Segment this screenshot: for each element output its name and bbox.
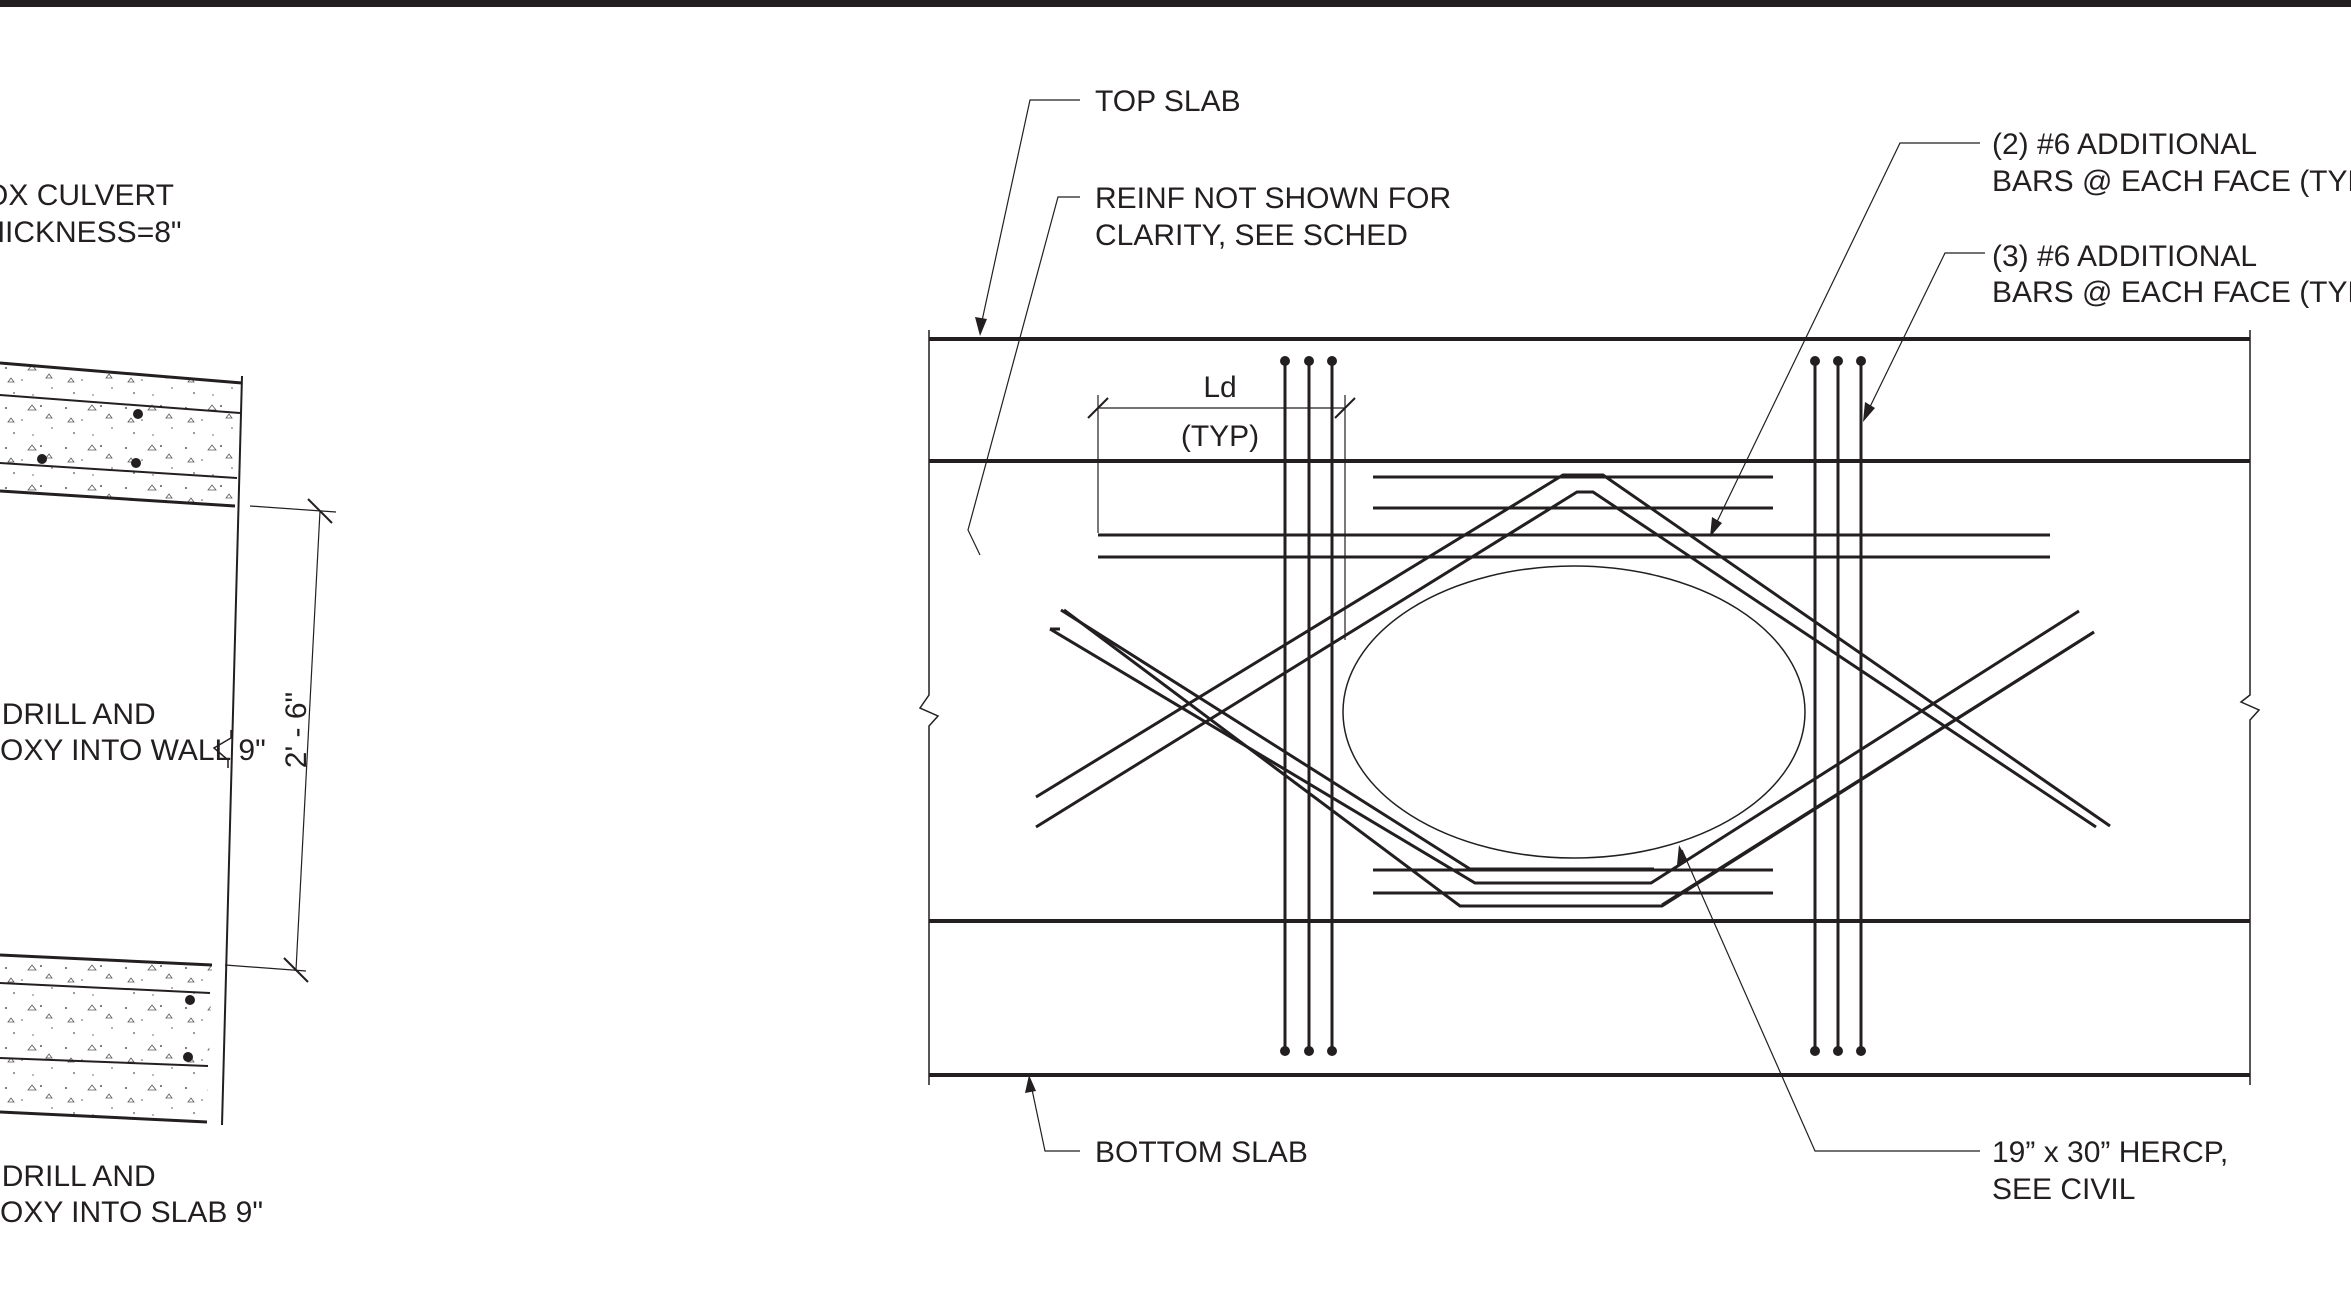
svg-text:BARS @ EACH FACE (TYP): BARS @ EACH FACE (TYP) [1992,165,2351,198]
wall-height-dimension: 2' - 6" [280,692,313,768]
additional-bars-3-label: (3) #6 ADDITIONAL BARS @ EACH FACE (TYP) [1992,240,2351,309]
right-wall-elevation [918,330,2261,1085]
svg-text:CLARITY, SEE SCHED: CLARITY, SEE SCHED [1095,219,1408,252]
svg-text:(2) #6 ADDITIONAL: (2) #6 ADDITIONAL [1992,128,2257,161]
title-bar-border [0,0,2351,7]
svg-text:#4 DRILL AND: #4 DRILL AND [0,698,156,731]
svg-text:#4 DRILL AND: #4 DRILL AND [0,1160,156,1193]
svg-text:EPOXY INTO SLAB 9": EPOXY INTO SLAB 9" [0,1196,263,1229]
pipe-opening [1342,565,1806,859]
svg-text:THICKNESS=8": THICKNESS=8" [0,216,182,249]
svg-text:BOX CULVERT: BOX CULVERT [0,179,174,212]
ld-label: Ld [1203,371,1236,404]
svg-text:EPOXY INTO WALL 9": EPOXY INTO WALL 9" [0,734,266,767]
left-drill-wall-note: #4 DRILL AND EPOXY INTO WALL 9" [0,698,266,767]
ld-typ-label: (TYP) [1181,420,1259,453]
top-slab-label: TOP SLAB [1095,85,1241,118]
reinf-note-label: REINF NOT SHOWN FOR CLARITY, SEE SCHED [1095,182,1451,252]
additional-bars-2-label: (2) #6 ADDITIONAL BARS @ EACH FACE (TYP) [1992,128,2351,198]
svg-text:REINF NOT SHOWN FOR: REINF NOT SHOWN FOR [1095,182,1451,215]
bottom-slab-label: BOTTOM SLAB [1095,1136,1308,1169]
pipe-label: 19” x 30” HERCP, SEE CIVIL [1992,1136,2228,1206]
left-wall-section [0,361,337,1126]
leader-lines [967,99,1985,1152]
left-culvert-note: BOX CULVERT THICKNESS=8" [0,179,182,249]
svg-text:SEE CIVIL: SEE CIVIL [1992,1173,2135,1206]
svg-text:(3) #6 ADDITIONAL: (3) #6 ADDITIONAL [1992,240,2257,273]
svg-text:19” x 30” HERCP,: 19” x 30” HERCP, [1992,1136,2228,1169]
left-drill-slab-note: #4 DRILL AND EPOXY INTO SLAB 9" [0,1160,263,1229]
svg-text:BARS @ EACH FACE (TYP): BARS @ EACH FACE (TYP) [1992,276,2351,309]
